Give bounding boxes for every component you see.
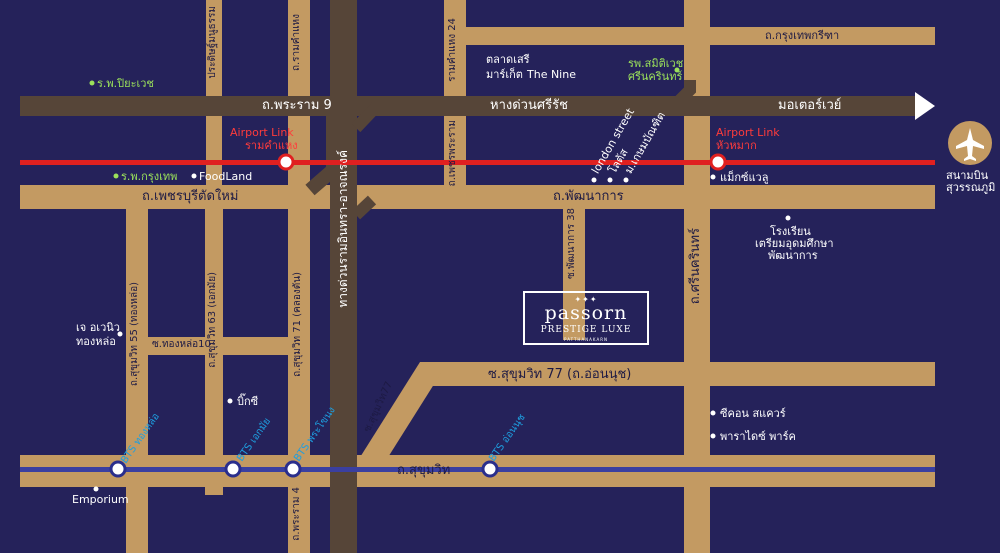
station-label: หัวหมาก (716, 139, 757, 152)
station-label: รามคำแหง (245, 139, 298, 152)
station-al-huamak-icon (709, 153, 727, 171)
road-label: ซ.พัฒนาการ 38 (566, 208, 577, 279)
place-dot-icon (191, 173, 197, 179)
road-krungthep-kreetha (460, 27, 935, 45)
road-label: ถ.พระราม 9 (262, 98, 332, 113)
place-label: ศรีนครินทร์ (628, 70, 683, 83)
station-label: Airport Link (716, 126, 780, 139)
place-label: โรงเรียน (770, 225, 811, 238)
road-soi77-diagonal (352, 362, 448, 470)
place-label: ซีคอน สแควร์ (720, 407, 786, 420)
road-label: ถ.สุขุมวิท 55 (ทองหล่อ) (129, 282, 140, 387)
place-dot-icon (607, 177, 613, 183)
expressway-ramp-srinakarin (667, 80, 696, 113)
place-dot-icon (93, 486, 99, 492)
station-bts-onnut-icon (481, 460, 499, 478)
place-dot-icon (623, 177, 629, 183)
road-thonglo10 (148, 337, 296, 355)
bts-line (20, 467, 935, 472)
place-dot-icon (117, 331, 123, 337)
road-label: ทางด่วนรามอินทรา-อาจณรงค์ (336, 150, 350, 308)
road-label: ซ.สุขุมวิท 77 (ถ.อ่อนนุช) (488, 367, 632, 382)
logo-stars: ✦✦✦ (574, 295, 598, 304)
road-label: ถ.พระราม 4 (291, 487, 302, 541)
road-label: ถ.พัฒนาการ (553, 189, 624, 204)
expressway-ramp-east (351, 102, 420, 133)
place-label: Emporium (72, 493, 129, 506)
station-bts-ekkamai-icon (224, 460, 242, 478)
motorway-arrow-icon (915, 92, 935, 120)
airport-link-line (20, 160, 935, 165)
place-label: ตลาดเสรี (486, 53, 530, 66)
place-label: The Nine (527, 68, 576, 81)
road-phetchaburi-phatthanakan (20, 185, 935, 209)
road-label: ถ.เพชรบุรีตัดใหม่ (142, 189, 239, 204)
road-label: ถ.สุขุมวิท (397, 463, 451, 478)
road-label: ถ.สุขุมวิท 63 (เอกมัย) (207, 272, 218, 368)
passorn-logo: ✦✦✦ passorn PRESTIGE LUXE PATTHANAKARN (523, 291, 649, 345)
expressway-rama9-motorway (20, 96, 915, 116)
place-label: ร.พ.กรุงเทพ (121, 170, 178, 183)
expressway-ramp-west (305, 110, 340, 196)
place-label: สนามบิน (946, 169, 989, 182)
road-label: รามคำแหง 24 (447, 18, 458, 82)
place-label: เจ อเวนิว (76, 321, 120, 334)
station-label: Airport Link (230, 126, 294, 139)
station-bts-thonglo-icon (109, 460, 127, 478)
station-al-ramkhamhaeng-icon (277, 153, 295, 171)
road-label: มอเตอร์เวย์ (778, 98, 842, 113)
hospital-dot-icon (89, 80, 95, 86)
expressway-ramintra-atnarong (330, 0, 357, 553)
place-dot-icon (591, 177, 597, 183)
airplane-icon (956, 128, 984, 161)
road-label: ถ.สุขุมวิท 71 (คลองตัน) (292, 272, 303, 377)
road-label: ประดิษฐ์มนูธรรม (207, 6, 218, 79)
place-label: บิ๊กซี (237, 395, 259, 408)
road-label: ถ.กรุงเทพกรีฑา (765, 29, 840, 42)
place-label: ร.พ.ปิยะเวช (97, 77, 154, 90)
logo-name: passorn (544, 302, 628, 324)
place-dot-icon (785, 215, 791, 221)
road-label: ถ.รามคำแหง (291, 14, 302, 72)
road-label: ซ.ทองหล่อ10 (152, 339, 211, 350)
hospital-dot-icon (674, 67, 680, 73)
place-label: แม็กซ์แวลู (720, 171, 769, 184)
place-label: เตรียมอุดมศึกษา (755, 237, 834, 250)
road-label: ถ.เพชรพระราม (447, 120, 458, 187)
hospital-dot-icon (113, 173, 119, 179)
logo-subtitle: PRESTIGE LUXE (540, 325, 632, 335)
road-phatthanakan38 (563, 200, 585, 340)
expressway-ramp-south (351, 195, 377, 220)
place-label: รพ.สมิติเวช (628, 57, 684, 70)
place-label: พาราไดซ์ พาร์ค (720, 430, 796, 443)
road-ramkhamhaeng-sukhumvit71 (288, 0, 310, 553)
place-label: FoodLand (199, 170, 253, 183)
place-label: มาร์เก็ต (486, 68, 523, 81)
station-bts-phrakhanong-icon (284, 460, 302, 478)
road-label: ถ.ศรีนครินทร์ (688, 228, 703, 305)
road-label: หางด่วนศรีรัช (490, 98, 568, 113)
place-dot-icon (227, 398, 233, 404)
place-dot-icon (710, 174, 716, 180)
place-dot-icon (710, 433, 716, 439)
place-label: พัฒนาการ (768, 249, 818, 262)
place-dot-icon (710, 410, 716, 416)
place-label: ทองหล่อ (76, 335, 116, 348)
place-label: สุวรรณภูมิ (946, 181, 996, 194)
logo-tagline: PATTHANAKARN (564, 337, 608, 342)
road-sukhumvit77 (420, 362, 935, 386)
